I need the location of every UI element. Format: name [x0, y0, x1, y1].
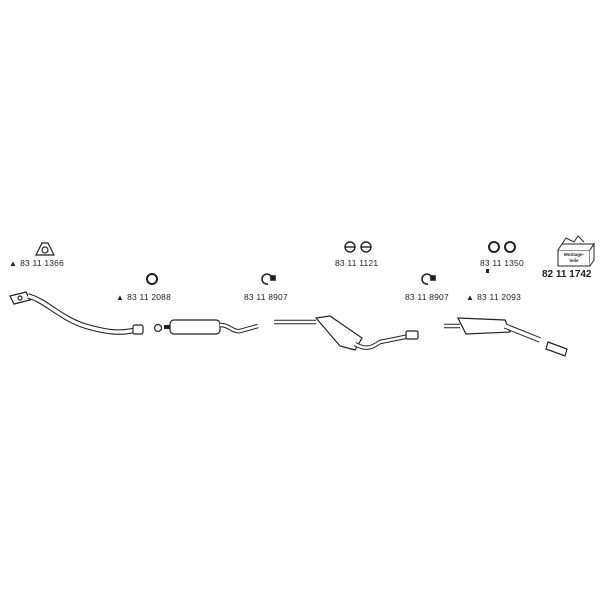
marker-triangle-icon: ▲ [116, 293, 125, 302]
kit-box-text-1: Montage- [564, 252, 584, 257]
part-label-6: 83 11 1350 [480, 258, 524, 268]
part-number: 83 11 2088 [127, 292, 172, 302]
rubber-hanger-icon [486, 269, 489, 273]
o-ring-icon [146, 273, 158, 285]
marker-triangle-icon: ▲ [9, 259, 18, 268]
part-number: 83 11 1350 [480, 258, 524, 268]
part-number: 83 11 2093 [477, 292, 522, 302]
part-label-4: 83 11 1121 [335, 258, 378, 268]
part-number: 83 11 1121 [335, 258, 379, 268]
marker-triangle-icon: ▲ [466, 293, 475, 302]
double-gasket-icon [344, 241, 372, 253]
kit-box-text-2: teile [569, 258, 579, 263]
part-number: 83 11 8907 [405, 292, 449, 302]
kit-number: 82 11 1742 [542, 269, 592, 280]
part-number: 83 11 1366 [20, 258, 65, 268]
clamp-icon [421, 273, 436, 285]
clamp-icon [261, 273, 276, 285]
flange-gasket-icon [35, 242, 55, 256]
mounting-kit-box-icon: Montage- teile [557, 235, 595, 267]
part-label-3: 83 11 8907 [244, 292, 288, 302]
ring-gasket [153, 323, 163, 333]
part-label-2: ▲83 11 2088 [116, 292, 171, 303]
part-label-7: ▲83 11 2093 [466, 292, 521, 303]
part-label-5: 83 11 8907 [405, 292, 449, 302]
part-number: 83 11 8907 [244, 292, 288, 302]
middle-muffler [274, 315, 419, 351]
kit-label: 82 11 1742 [542, 269, 592, 281]
part-label-1: ▲83 11 1366 [9, 258, 64, 269]
rear-silencer [444, 317, 568, 357]
double-ring-icon [488, 241, 516, 253]
center-silencer [164, 319, 259, 335]
front-pipe [9, 291, 144, 335]
